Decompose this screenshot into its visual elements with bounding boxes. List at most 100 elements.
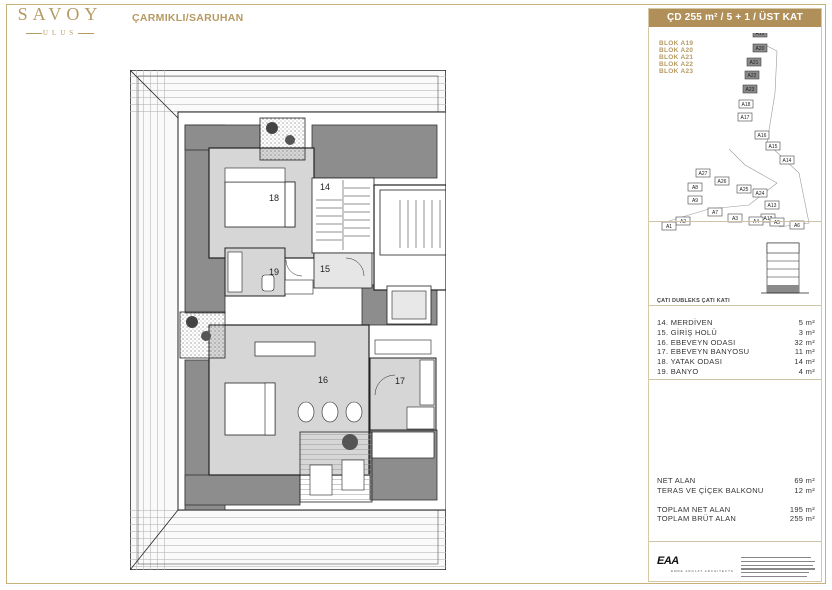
page-frame [6, 4, 826, 584]
key-map-block-label: A15 [769, 144, 778, 150]
disclaimer-text [741, 557, 817, 580]
key-map-block-label: A17 [741, 115, 750, 121]
key-map-block-label: A2 [680, 219, 686, 225]
key-map-block [695, 168, 711, 178]
key-map-block-label: A27 [699, 171, 708, 177]
block-item: BLOK A23 [659, 68, 694, 75]
key-map-block-label: A26 [718, 179, 727, 185]
key-map-block [769, 217, 785, 227]
key-map-block [707, 207, 723, 217]
room-row: 17. EBEVEYN BANYOSU 11 m² [657, 347, 815, 357]
key-map-block [752, 188, 768, 198]
key-map-block-label: A19 [756, 33, 765, 37]
key-map-block-label: A1 [666, 224, 672, 230]
block-item: BLOK A22 [659, 61, 694, 68]
total-label: NET ALAN [657, 476, 696, 485]
room-area: 32 m² [794, 337, 815, 347]
key-map-block [714, 176, 730, 186]
room-name: 14. MERDİVEN [657, 318, 713, 327]
key-map-block [738, 99, 754, 109]
room-area-list: 14. MERDİVEN 5 m² 15. GİRİŞ HOLÜ 3 m² 16. … [657, 318, 815, 377]
key-map-block [752, 43, 768, 53]
block-item: BLOK A20 [659, 47, 694, 54]
key-map-block [687, 195, 703, 205]
architect-subtitle: EMRE AROLAT ARCHITECTS [671, 569, 734, 573]
total-value: 255 m² [789, 514, 815, 524]
divider [649, 305, 821, 306]
key-map-block [742, 84, 758, 94]
key-map-block-label: A14 [783, 158, 792, 164]
key-map-block-label: A13 [768, 203, 777, 209]
key-map-block-label: A6 [794, 223, 800, 229]
logo-wordmark: SAVOY [17, 4, 103, 24]
key-map-block-label: A5 [774, 220, 780, 226]
room-area: 4 m² [798, 366, 815, 376]
room-name: 15. GİRİŞ HOLÜ [657, 327, 718, 337]
total-value: 195 m² [789, 504, 815, 514]
key-map-block-label: A12 [764, 216, 773, 222]
room-row: 18. YATAK ODASI 14 m² [657, 357, 815, 367]
key-map-block-label: A18 [742, 102, 751, 108]
room-number-15: 15 [320, 264, 330, 274]
savoy-logo: SAVOY ULUS [0, 0, 118, 44]
room-number-14: 14 [320, 182, 330, 192]
room-name: 18. YATAK ODASI [657, 357, 723, 367]
key-map-block [727, 213, 743, 223]
block-item: BLOK A21 [659, 54, 694, 61]
room-name: 19. BANYO [657, 366, 699, 376]
key-map-block-label: A25 [740, 187, 749, 193]
divider [649, 221, 821, 222]
key-map-block-label: A20 [756, 46, 765, 52]
room-number-18: 18 [269, 193, 279, 203]
key-map-block [661, 221, 677, 231]
building-walls [177, 111, 446, 511]
room-name: 17. EBEVEYN BANYOSU [657, 347, 750, 357]
room-name: 16. EBEVEYN ODASI [657, 337, 736, 347]
key-map-block-label: A24 [756, 191, 765, 197]
total-label: TERAS VE ÇİÇEK BALKONU [657, 485, 764, 495]
unit-type-header: ÇD 255 m² / 5 + 1 / ÜST KAT [649, 9, 821, 27]
key-map-block [752, 33, 768, 38]
key-map-block-label: A8 [692, 185, 698, 191]
room-row: 16. EBEVEYN ODASI 32 m² [657, 338, 815, 348]
net-area-row: NET ALAN 69 m² [657, 476, 815, 486]
key-map-block-label: A4 [753, 219, 759, 225]
location-title: ÇARMIKLI/SARUHAN [132, 12, 244, 24]
total-label: TOPLAM NET ALAN [657, 504, 731, 514]
block-item: BLOK A19 [659, 40, 694, 47]
key-map-block-label: A3 [732, 216, 738, 222]
divider [649, 541, 821, 542]
logo-divider-right [78, 33, 94, 34]
key-map-block [737, 112, 753, 122]
room-number-17: 17 [395, 376, 405, 386]
section-label: ÇATI DUBLEKS ÇATI KATI [657, 298, 730, 304]
room-row: 14. MERDİVEN 5 m² [657, 318, 815, 328]
info-panel: ÇD 255 m² / 5 + 1 / ÜST KAT BLOK A19 BLO… [648, 8, 822, 582]
section-diagram [761, 242, 809, 294]
key-map-block [754, 130, 770, 140]
key-map-block [687, 182, 703, 192]
block-list: BLOK A19 BLOK A20 BLOK A21 BLOK A22 BLOK… [659, 40, 693, 75]
total-value: 69 m² [794, 476, 815, 485]
logo-divider-left [26, 33, 42, 34]
architect-logo: EAA [657, 555, 679, 567]
key-map-block [779, 155, 795, 165]
room-area: 14 m² [794, 357, 815, 367]
key-map-block [736, 184, 752, 194]
divider [649, 379, 821, 380]
key-map-block [765, 141, 781, 151]
total-net-row: TOPLAM NET ALAN 195 m² [657, 505, 815, 515]
room-number-16: 16 [318, 375, 328, 385]
key-map-block-label: A23 [746, 87, 755, 93]
key-map-blocks: A19A20A21A22A23A18A17A16A15A14A27A26A25A… [661, 33, 805, 231]
floor-plan: 18 14 19 15 16 17 [130, 70, 446, 570]
room-area: 11 m² [794, 347, 815, 357]
room-area: 3 m² [798, 327, 815, 337]
key-map-block [764, 200, 780, 210]
room-area: 5 m² [798, 318, 815, 327]
key-map-block-label: A16 [758, 133, 767, 139]
key-map-block-label: A21 [750, 60, 759, 66]
